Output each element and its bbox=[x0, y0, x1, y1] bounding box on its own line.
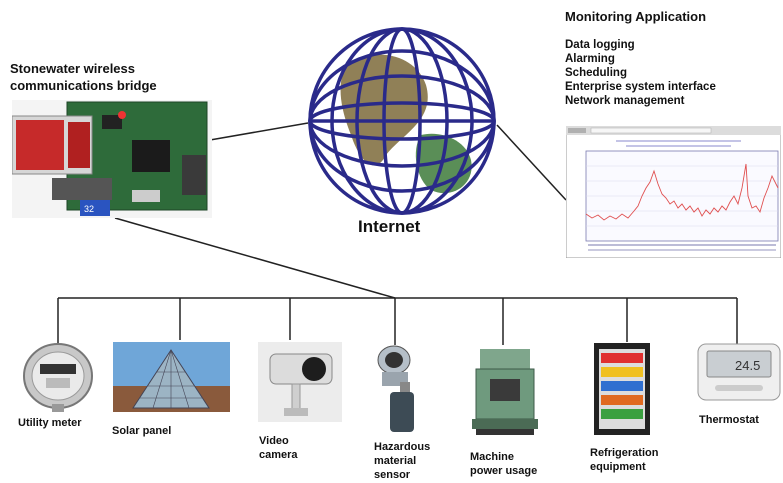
device-label: Machine power usage bbox=[470, 451, 538, 477]
bridge-title: Stonewater wireless communications bridg… bbox=[10, 61, 157, 93]
device-label: Refrigeration equipment bbox=[590, 447, 659, 473]
monitoring-chart-screenshot bbox=[566, 126, 781, 258]
internet-label: Internet bbox=[358, 217, 421, 236]
thermostat-icon: 24.5 bbox=[697, 343, 781, 401]
device-label: Solar panel bbox=[112, 425, 172, 437]
bridge-internet-link bbox=[209, 122, 309, 141]
device-label: Hazardous material sensor bbox=[374, 441, 431, 481]
monitoring-feature: Scheduling bbox=[565, 67, 627, 79]
device-label: Utility meter bbox=[18, 417, 82, 429]
globe-icon bbox=[308, 27, 496, 215]
device-label: Thermostat bbox=[699, 414, 759, 426]
device-label: Video camera bbox=[259, 435, 298, 461]
svg-text:24.5: 24.5 bbox=[735, 358, 760, 373]
circuit-board-image: 32 bbox=[12, 100, 212, 218]
sensor-icon bbox=[377, 345, 414, 432]
monitoring-title: Monitoring Application bbox=[565, 9, 707, 24]
monitoring-feature-list: Data logging Alarming Scheduling Enterpr… bbox=[565, 38, 716, 108]
monitoring-feature: Data logging bbox=[565, 39, 635, 51]
machine-icon bbox=[472, 349, 538, 435]
monitoring-feature: Alarming bbox=[565, 53, 615, 65]
monitoring-feature: Network management bbox=[565, 95, 685, 107]
bridge-bus-link bbox=[114, 217, 396, 299]
monitoring-feature: Enterprise system interface bbox=[565, 81, 716, 93]
svg-text:32: 32 bbox=[84, 204, 94, 214]
internet-monitor-link bbox=[496, 124, 567, 201]
fridge-icon bbox=[594, 343, 650, 435]
video-camera-icon bbox=[258, 342, 342, 422]
utility-meter-icon bbox=[23, 343, 93, 412]
solar-panel-icon bbox=[113, 342, 230, 412]
